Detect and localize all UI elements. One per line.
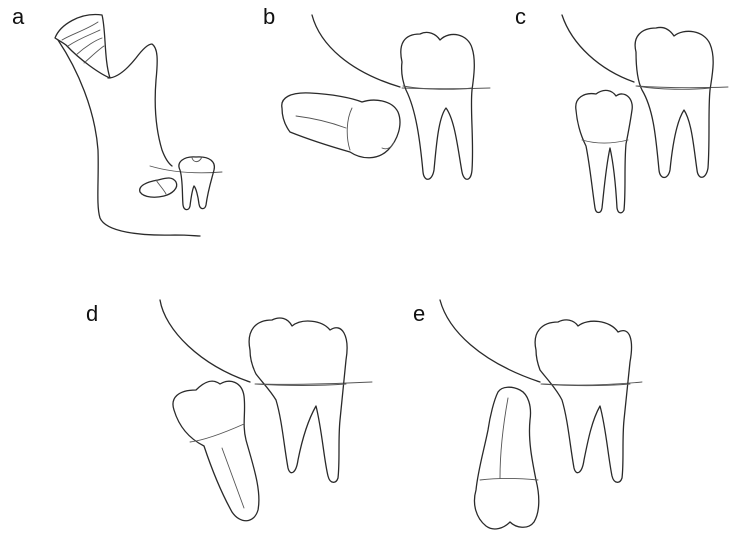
panel-c-ramus-curve [562,15,634,82]
panel-a-impacted-tooth [140,178,177,197]
panel-e-inverted-impaction [440,300,642,529]
panel-d-mesioangular-impaction [160,300,372,521]
ramus-anterior-border [108,44,172,166]
panel-a-mandible [55,15,222,236]
panel-b-horizontal-impaction [282,15,490,179]
panel-d-second-molar [249,318,347,482]
panel-e-ramus-curve [440,300,540,382]
panel-c-second-molar [635,27,713,177]
panel-d-occlusal-line [255,382,372,384]
panel-b-second-molar [401,32,475,179]
panel-e-second-molar [535,320,631,482]
panel-d-impacted-third-molar [173,381,259,521]
panel-a-molar [179,157,214,210]
panel-d-ramus-curve [160,300,250,382]
panel-b-ramus-curve [312,15,400,87]
occlusal-line [150,166,222,173]
panel-c-impacted-third-molar [576,90,633,212]
ramus-posterior-border [58,40,200,236]
condyle [55,15,110,78]
panel-c-vertical-impaction [562,15,728,213]
